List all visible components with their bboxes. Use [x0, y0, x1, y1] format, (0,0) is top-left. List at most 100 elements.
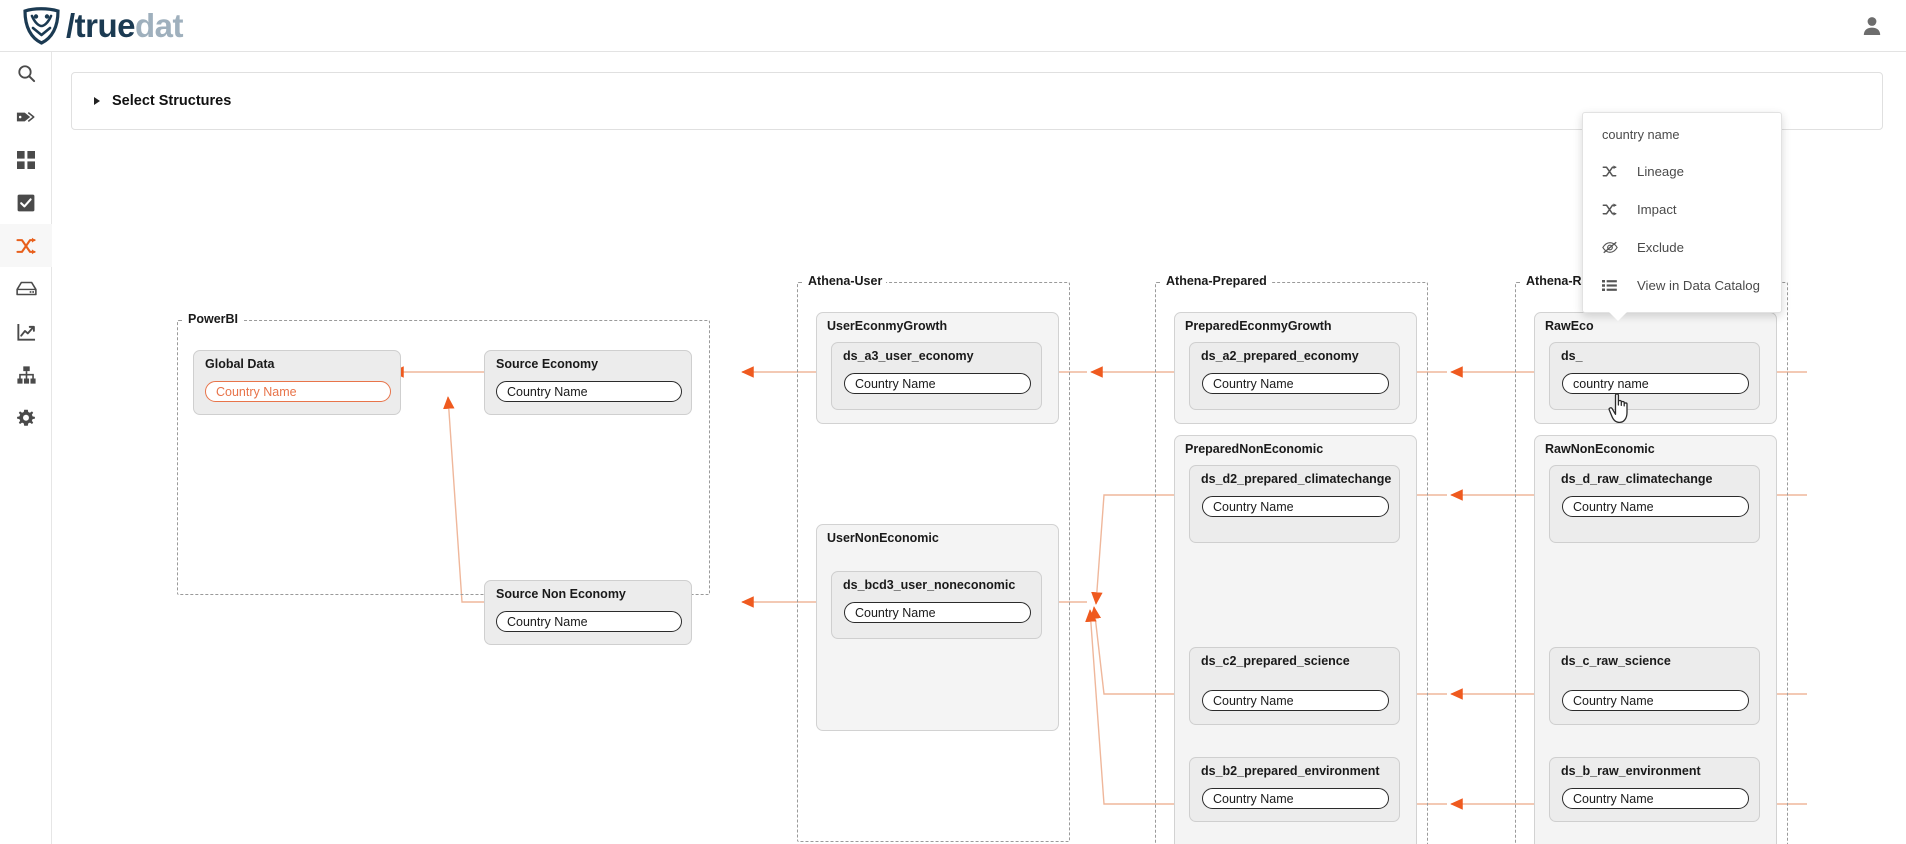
table-label-ds-a3-user-economy: ds_a3_user_economy	[843, 349, 974, 363]
table-ds-b2-prepared-environment[interactable]: ds_b2_prepared_environment Country Name	[1189, 757, 1400, 822]
field-label: Country Name	[855, 376, 936, 391]
field-ds-b2-prepared-environment-country-name[interactable]: Country Name	[1202, 788, 1389, 809]
lineage-icon	[16, 237, 36, 254]
field-ds-a3-user-economy-country-name[interactable]: Country Name	[844, 373, 1031, 394]
table-ds-a3-user-economy[interactable]: ds_a3_user_economy Country Name	[831, 342, 1042, 410]
field-label: Country Name	[1213, 791, 1294, 806]
brand-true-text: /true	[66, 7, 136, 44]
subgroup-label-user-non-economic: UserNonEconomic	[827, 531, 939, 545]
select-structures-panel[interactable]: Select Structures	[71, 72, 1883, 130]
field-ds-bcd3-user-noneconomic-country-name[interactable]: Country Name	[844, 602, 1031, 623]
tag-icon	[16, 111, 35, 122]
subgroup-label-user-economy-growth: UserEconmyGrowth	[827, 319, 948, 333]
panel-title: Select Structures	[112, 93, 232, 109]
table-ds-c-raw-science[interactable]: ds_c_raw_science Country Name	[1549, 647, 1760, 725]
sidebar-item-dashboard[interactable]	[0, 138, 52, 181]
table-label-ds-a2-prepared-economy: ds_a2_prepared_economy	[1201, 349, 1359, 363]
field-ds-c2-prepared-science-country-name[interactable]: Country Name	[1202, 690, 1389, 711]
sidebar-item-glossary[interactable]	[0, 95, 52, 138]
table-label-ds-c-raw-science: ds_c_raw_science	[1561, 654, 1671, 668]
subgroup-label-prepared-non-economic: PreparedNonEconomic	[1185, 442, 1324, 456]
table-ds-c2-prepared-science[interactable]: ds_c2_prepared_science Country Name	[1189, 647, 1400, 725]
table-source-economy[interactable]: Source Economy Country Name	[484, 350, 692, 415]
context-menu-item-view-in-data-catalog[interactable]: View in Data Catalog	[1583, 266, 1781, 304]
user-icon[interactable]	[1860, 14, 1884, 38]
sidebar-item-search[interactable]	[0, 52, 52, 95]
context-menu-item-exclude[interactable]: Exclude	[1583, 228, 1781, 266]
field-source-economy-country-name[interactable]: Country Name	[496, 381, 682, 402]
field-ds-a2-prepared-economy-country-name[interactable]: Country Name	[1202, 373, 1389, 394]
context-menu-label: Exclude	[1637, 239, 1684, 255]
field-ds-d-raw-climatechange-country-name[interactable]: Country Name	[1562, 496, 1749, 517]
lineage-icon	[1602, 164, 1624, 178]
group-label-athena-prepared: Athena-Prepared	[1162, 274, 1271, 288]
database-icon	[15, 281, 37, 296]
context-menu-title: country name	[1602, 127, 1680, 142]
sidebar-item-hierarchy[interactable]	[0, 353, 52, 396]
group-label-athena-raw: Athena-Ra	[1522, 274, 1593, 288]
context-menu-label: View in Data Catalog	[1637, 277, 1760, 293]
table-label-source-economy: Source Economy	[496, 357, 599, 371]
grid-icon	[17, 150, 35, 169]
field-source-non-economy-country-name[interactable]: Country Name	[496, 611, 682, 632]
table-label-ds-d-raw-climatechange: ds_d_raw_climatechange	[1561, 472, 1713, 486]
context-menu-label: Impact	[1637, 201, 1677, 217]
table-label-global-data: Global Data	[205, 357, 275, 371]
brand-dat-text: dat	[135, 7, 184, 44]
field-label: Country Name	[1213, 499, 1294, 514]
gear-icon	[17, 409, 35, 426]
table-global-data[interactable]: Global Data Country Name	[193, 350, 401, 415]
field-ds-a-raw-economy-country-name[interactable]: country name	[1562, 373, 1749, 394]
table-label-ds-b-raw-environment: ds_b_raw_environment	[1561, 764, 1701, 778]
impact-icon	[1602, 202, 1624, 216]
table-ds-d2-prepared-climatechange[interactable]: ds_d2_prepared_climatechange Country Nam…	[1189, 465, 1400, 543]
field-ds-d2-prepared-climatechange-country-name[interactable]: Country Name	[1202, 496, 1389, 517]
group-powerbi[interactable]: PowerBI	[177, 312, 710, 595]
sidebar-item-quality[interactable]	[0, 181, 52, 224]
field-label: Country Name	[855, 605, 936, 620]
field-ds-c-raw-science-country-name[interactable]: Country Name	[1562, 690, 1749, 711]
context-menu-item-lineage[interactable]: Lineage	[1583, 152, 1781, 190]
group-athena-user[interactable]: Athena-User	[797, 274, 1070, 842]
group-label-powerbi: PowerBI	[184, 312, 243, 326]
field-ds-b-raw-environment-country-name[interactable]: Country Name	[1562, 788, 1749, 809]
brand-logo[interactable]: /truedat	[22, 6, 184, 45]
sidebar-item-metrics[interactable]	[0, 310, 52, 353]
table-ds-a-raw-economy[interactable]: ds_ country name	[1549, 342, 1760, 410]
field-global-data-country-name[interactable]: Country Name	[205, 381, 391, 402]
field-label: Country Name	[1573, 791, 1654, 806]
field-label: Country Name	[216, 384, 297, 399]
search-icon	[17, 65, 35, 83]
sidebar-item-settings[interactable]	[0, 396, 52, 439]
subgroup-label-raw-economy-growth: RawEco	[1545, 319, 1594, 333]
lineage-canvas[interactable]: PowerBI Global Data Country Name Source …	[52, 152, 1906, 844]
table-label-source-non-economy: Source Non Economy	[496, 587, 626, 601]
brand-wordmark: /truedat	[66, 7, 184, 44]
table-source-non-economy[interactable]: Source Non Economy Country Name	[484, 580, 692, 645]
field-label: country name	[1573, 376, 1649, 391]
table-label-ds-bcd3-user-noneconomic: ds_bcd3_user_noneconomic	[843, 578, 1016, 592]
sidebar-item-lineage[interactable]	[0, 224, 52, 267]
table-ds-bcd3-user-noneconomic[interactable]: ds_bcd3_user_noneconomic Country Name	[831, 571, 1042, 639]
subgroup-label-raw-non-economic: RawNonEconomic	[1545, 442, 1655, 456]
eye-slash-icon	[1602, 241, 1624, 254]
table-ds-d-raw-climatechange[interactable]: ds_d_raw_climatechange Country Name	[1549, 465, 1760, 543]
context-menu-label: Lineage	[1637, 163, 1684, 179]
field-label: Country Name	[1213, 693, 1294, 708]
top-bar: /truedat	[0, 0, 1906, 52]
field-label: Country Name	[1573, 693, 1654, 708]
table-ds-b-raw-environment[interactable]: ds_b_raw_environment Country Name	[1549, 757, 1760, 822]
table-label-ds-b2-prepared-environment: ds_b2_prepared_environment	[1201, 764, 1380, 778]
field-context-menu[interactable]: country name Lineage	[1582, 112, 1782, 321]
subgroup-label-prepared-economy-growth: PreparedEconmyGrowth	[1185, 319, 1332, 333]
left-sidebar	[0, 52, 52, 844]
sidebar-item-data-sources[interactable]	[0, 267, 52, 310]
context-menu-item-impact[interactable]: Impact	[1583, 190, 1781, 228]
table-ds-a2-prepared-economy[interactable]: ds_a2_prepared_economy Country Name	[1189, 342, 1400, 410]
main-content: Select Structures	[52, 52, 1906, 844]
chart-icon	[16, 323, 35, 341]
list-icon	[1602, 279, 1624, 292]
field-label: Country Name	[507, 614, 588, 629]
table-label-ds-c2-prepared-science: ds_c2_prepared_science	[1201, 654, 1350, 668]
